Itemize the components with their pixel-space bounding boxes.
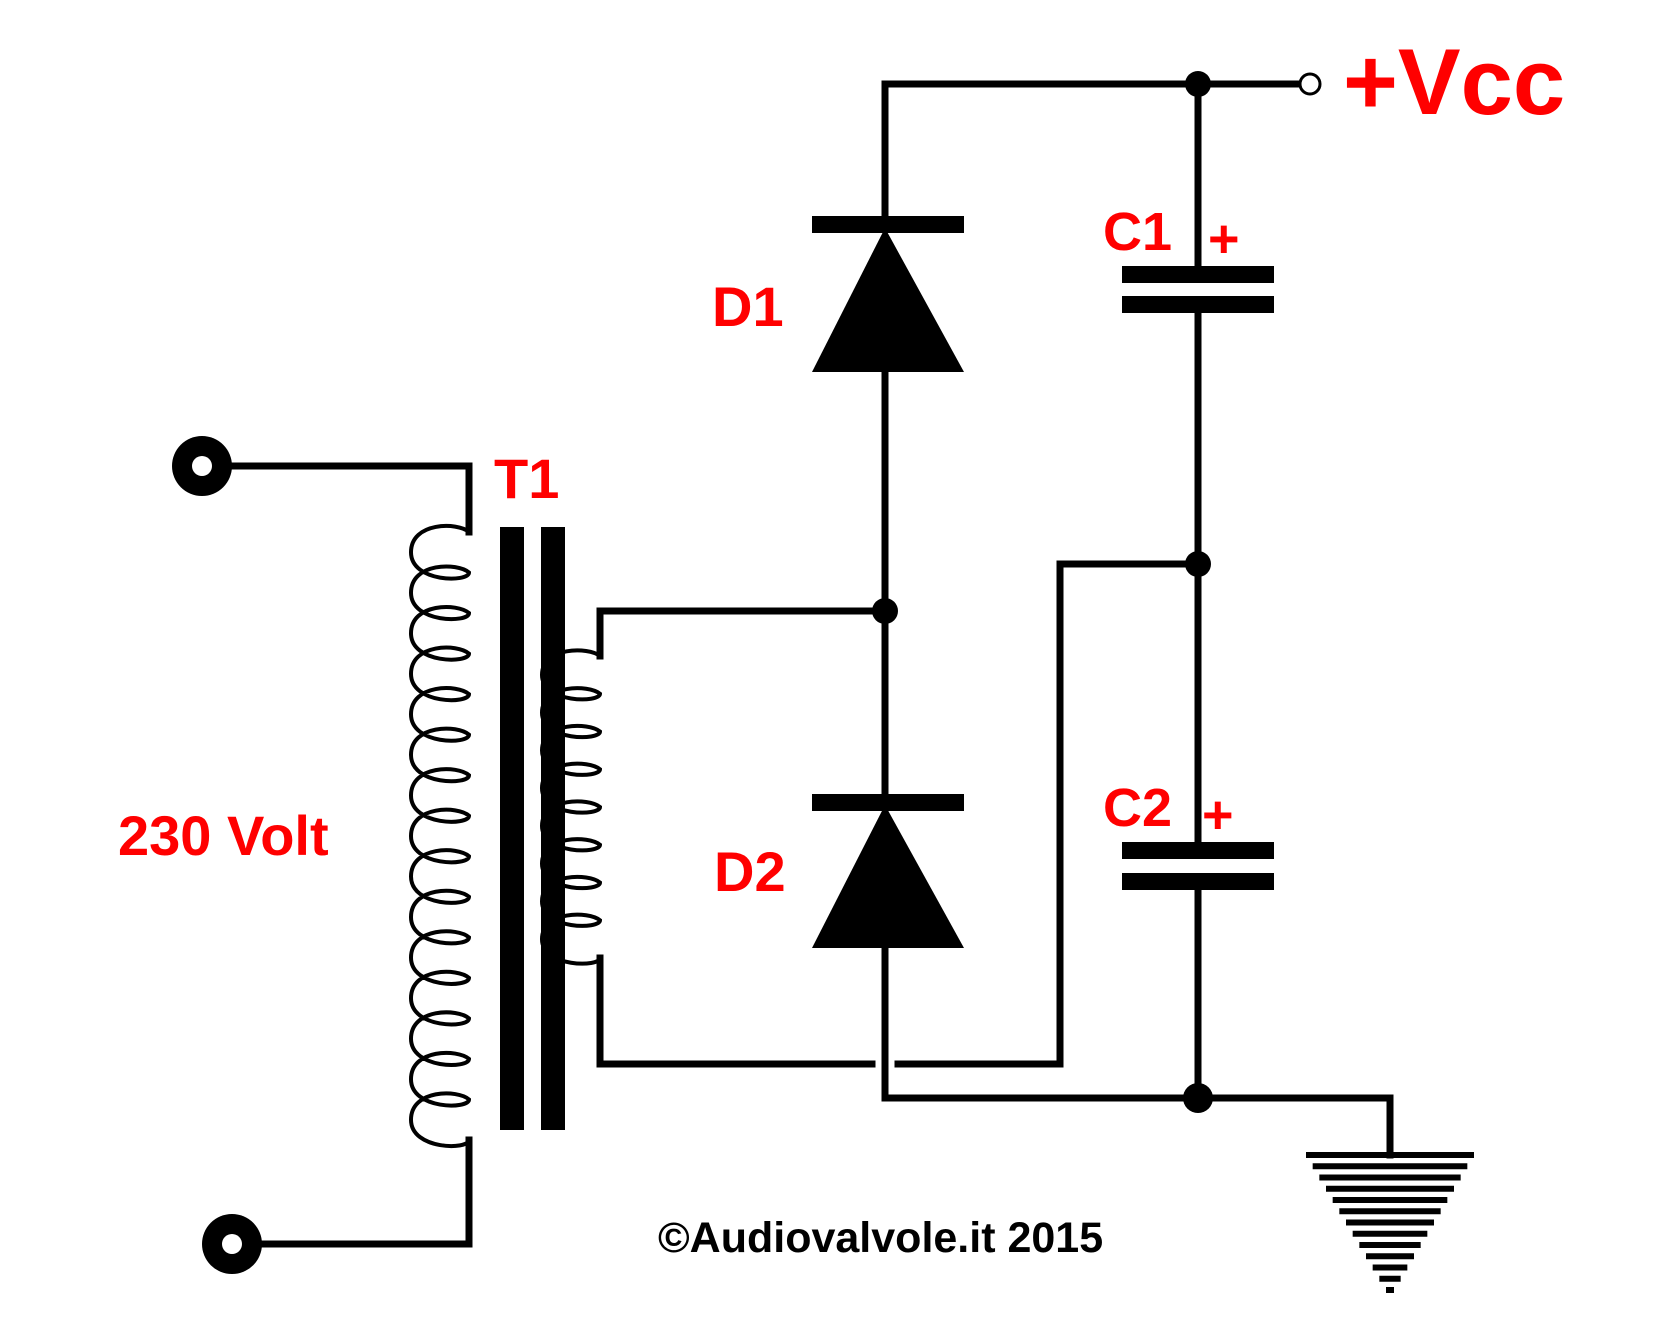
ground-bar	[1352, 1230, 1428, 1237]
ground-bar	[1319, 1174, 1461, 1181]
junction-cap-mid	[1185, 551, 1211, 577]
capacitor-c2-plate-top	[1122, 842, 1274, 859]
wire-secondary-top	[596, 607, 889, 660]
wire-secondary-bottom-b	[894, 560, 1202, 1068]
ground-bar	[1379, 1275, 1401, 1282]
primary-terminal-bottom-hole	[222, 1234, 242, 1254]
ground-bar	[1332, 1197, 1448, 1203]
diode-d1	[812, 216, 964, 372]
wire-primary-top	[226, 462, 473, 536]
junction-ground	[1183, 1083, 1213, 1113]
ground-bar	[1359, 1242, 1421, 1248]
junction-diode-mid	[872, 598, 898, 624]
input-voltage-label: 230 Volt	[118, 804, 329, 867]
ground-bar	[1386, 1287, 1394, 1293]
ground-bar	[1306, 1152, 1474, 1158]
ground-icon	[1306, 1152, 1474, 1293]
c1-label: C1	[1103, 202, 1172, 262]
diode-d2-bar	[812, 794, 964, 811]
diode-d1-triangle	[812, 228, 964, 372]
wire-primary-bottom	[254, 1136, 473, 1248]
ground-bar	[1372, 1264, 1408, 1271]
t1-label: T1	[494, 447, 559, 510]
vcc-label: +Vcc	[1343, 29, 1565, 134]
terminals	[172, 72, 1322, 1274]
core-bar-right	[541, 527, 565, 1130]
core-bar-left	[500, 527, 524, 1130]
diode-d2	[812, 794, 964, 948]
c2-label: C2	[1103, 778, 1172, 838]
capacitor-c2-plate-bottom	[1122, 873, 1274, 890]
primary-winding	[408, 524, 472, 1148]
junction-top	[1185, 71, 1211, 97]
copyright-label: ©Audiovalvole.it 2015	[658, 1214, 1103, 1262]
d1-label: D1	[712, 275, 784, 338]
transformer-t1	[408, 524, 603, 1148]
wire-d2-bottom	[881, 942, 1394, 1159]
wire-secondary-bottom-a	[596, 954, 876, 1068]
c1-plus-label: +	[1208, 209, 1240, 269]
ground-bar	[1346, 1219, 1434, 1226]
c2-plus-label: +	[1202, 785, 1234, 845]
primary-terminal-top-hole	[192, 456, 212, 476]
diode-d2-triangle	[812, 805, 964, 948]
d2-label: D2	[714, 840, 786, 903]
ground-bar	[1312, 1163, 1468, 1170]
ground-bar	[1366, 1253, 1414, 1260]
junctions	[872, 71, 1213, 1113]
vcc-output-terminal	[1298, 72, 1322, 96]
capacitor-c1-plate-top	[1122, 266, 1274, 283]
ground-bar	[1339, 1208, 1441, 1215]
capacitor-c2	[1122, 842, 1274, 890]
capacitor-c1	[1122, 266, 1274, 313]
diode-d1-bar	[812, 216, 964, 233]
labels: +Vcc C1 + C2 + D1 D2 T1 230 Volt ©Audiov…	[118, 29, 1565, 1262]
ground-bar	[1326, 1185, 1454, 1192]
capacitor-c1-plate-bottom	[1122, 296, 1274, 313]
